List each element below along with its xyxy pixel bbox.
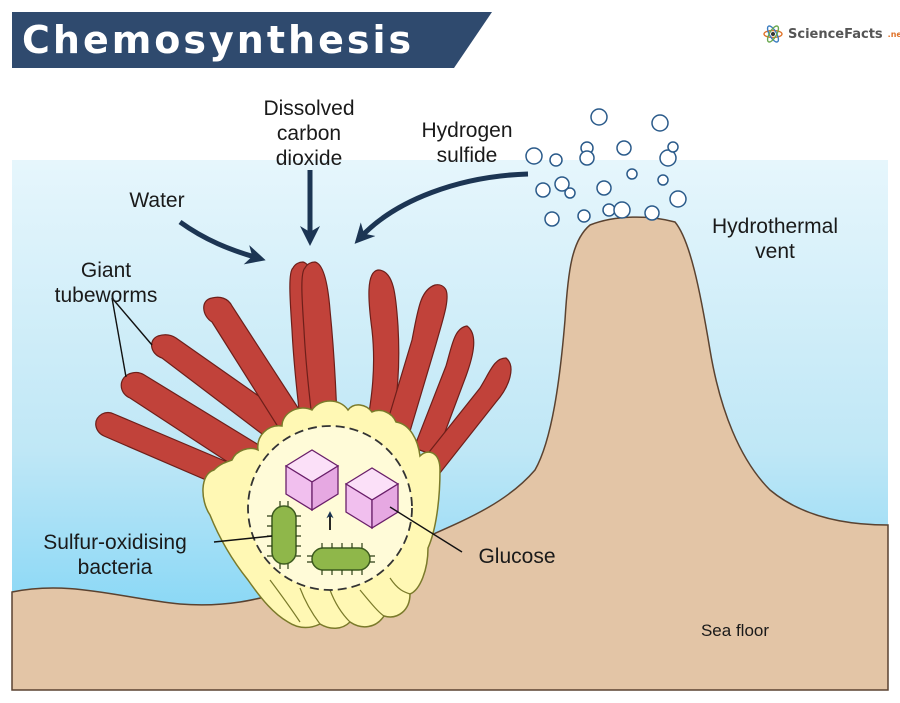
bubble-icon: [602, 203, 616, 217]
label-water: Water: [129, 189, 185, 212]
rod-bacterium-icon: [267, 501, 301, 569]
bubble-icon: [644, 205, 660, 221]
bubble-icon: [657, 174, 669, 186]
bubble-icon: [596, 180, 612, 196]
sea-floor: [11, 216, 889, 691]
bubble-icon: [669, 190, 687, 208]
bubble-icon: [626, 168, 638, 180]
atom-icon: [763, 25, 783, 43]
bubble-icon: [579, 150, 595, 166]
rod-bacterium-icon: [307, 543, 375, 575]
bubble-icon: [535, 182, 551, 198]
page-title: Chemosynthesis: [22, 18, 415, 62]
bubble-icon: [613, 201, 631, 219]
curved-arrow-icon: [178, 219, 266, 265]
bubble-icon: [564, 187, 576, 199]
cube-icon: [344, 467, 400, 530]
label-seafloor: Sea floor: [700, 621, 770, 640]
bubble-icon: [659, 149, 677, 167]
cube-icon: [284, 449, 340, 512]
leader-lines: [111, 297, 463, 553]
label-glucose: Glucose: [478, 545, 556, 568]
bubble-icon: [549, 153, 563, 167]
brand-name: ScienceFacts: [788, 26, 883, 42]
plume-segments: [269, 577, 411, 625]
brand-tld: .net: [887, 29, 900, 39]
bubble-icon: [544, 211, 560, 227]
brand-logo[interactable]: ScienceFacts .net: [762, 20, 900, 48]
curved-arrow-icon: [354, 171, 529, 244]
giant-tubeworms: [95, 261, 512, 487]
bubble-icon: [651, 114, 669, 132]
title-banner: [12, 12, 492, 68]
bubble-icon: [590, 108, 608, 126]
bubble-icon: [525, 147, 543, 165]
bubble-icon: [577, 209, 591, 223]
bubble-icon: [554, 176, 570, 192]
bubble-icon: [667, 141, 679, 153]
vent-bubbles: [525, 108, 687, 227]
bubble-icon: [616, 140, 632, 156]
